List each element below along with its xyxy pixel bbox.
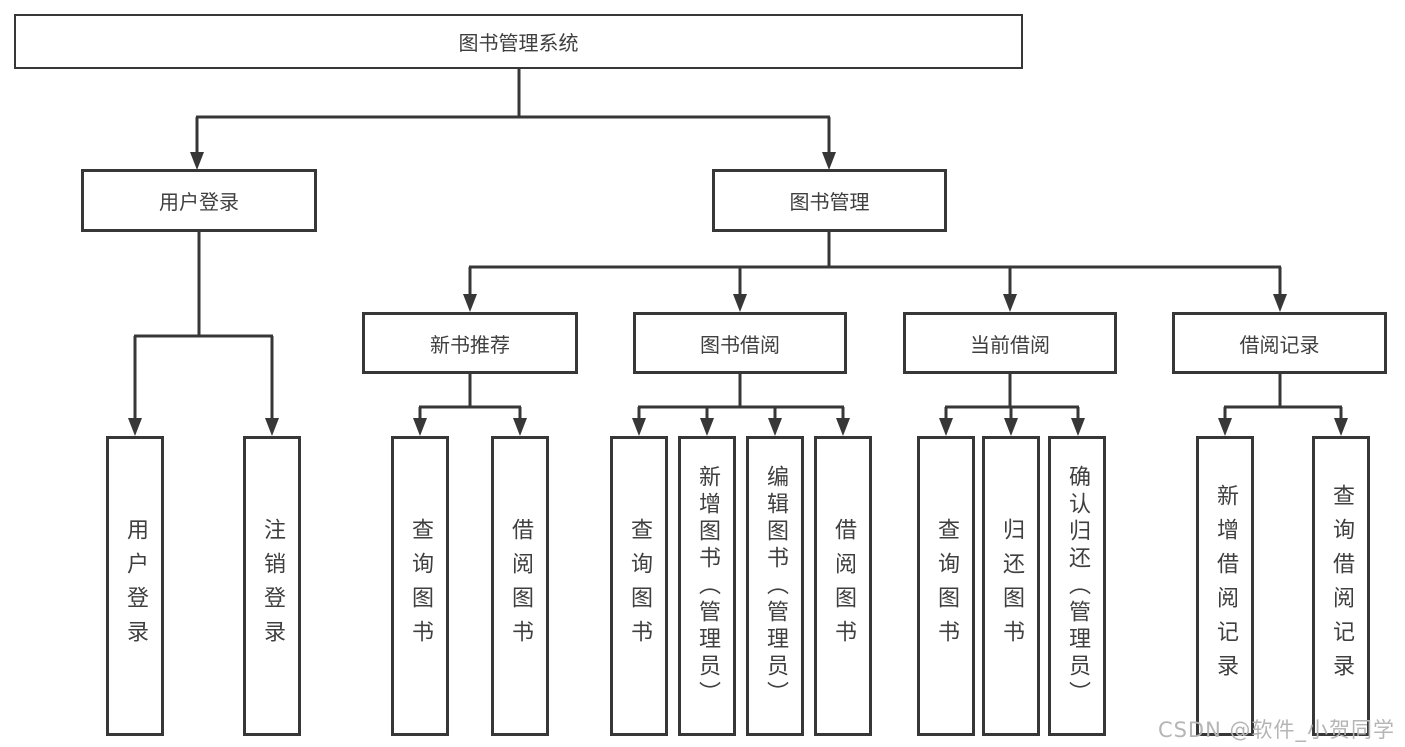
leaf-logout-label: 注销登录 xyxy=(260,518,285,654)
leaf-logout: 注销登录 xyxy=(243,436,301,736)
leaf-borrow-books-borrowing-label: 借阅图书 xyxy=(831,518,856,654)
node-current-borrowing: 当前借阅 xyxy=(903,312,1117,374)
leaf-borrow-books-borrowing: 借阅图书 xyxy=(814,436,872,736)
leaf-add-borrow-record-label: 新增借阅记录 xyxy=(1213,484,1238,688)
leaf-add-books-admin: 新增图书（管理员） xyxy=(678,436,736,736)
leaf-search-borrow-record-label: 查询借阅记录 xyxy=(1329,484,1354,688)
node-book-borrowing: 图书借阅 xyxy=(633,312,847,374)
leaf-user-login: 用户登录 xyxy=(106,436,164,736)
node-user-login: 用户登录 xyxy=(81,169,317,232)
leaf-return-books: 归还图书 xyxy=(982,436,1040,736)
leaf-edit-books-admin: 编辑图书（管理员） xyxy=(746,436,804,736)
node-root: 图书管理系统 xyxy=(14,14,1023,69)
leaf-confirm-return-admin: 确认归还（管理员） xyxy=(1048,436,1106,736)
leaf-search-borrow-record: 查询借阅记录 xyxy=(1312,436,1370,736)
leaf-borrow-books-recommend-label: 借阅图书 xyxy=(508,518,533,654)
leaf-borrow-books-recommend: 借阅图书 xyxy=(491,436,549,736)
leaf-confirm-return-admin-label: 确认归还（管理员） xyxy=(1065,464,1090,708)
watermark-text: CSDN @软件_小贺同学 xyxy=(1157,718,1395,742)
leaf-search-books-borrowing-label: 查询图书 xyxy=(627,518,652,654)
node-book-management: 图书管理 xyxy=(712,169,947,232)
leaf-add-books-admin-label: 新增图书（管理员） xyxy=(695,464,720,708)
leaf-search-books-current: 查询图书 xyxy=(917,436,975,736)
leaf-search-books-recommend-label: 查询图书 xyxy=(408,518,433,654)
leaf-user-login-label: 用户登录 xyxy=(123,518,148,654)
leaf-search-books-recommend: 查询图书 xyxy=(391,436,449,736)
leaf-add-borrow-record: 新增借阅记录 xyxy=(1196,436,1254,736)
leaf-search-books-borrowing: 查询图书 xyxy=(610,436,668,736)
leaf-return-books-label: 归还图书 xyxy=(999,518,1024,654)
leaf-search-books-current-label: 查询图书 xyxy=(934,518,959,654)
node-new-book-recommendation: 新书推荐 xyxy=(362,312,578,374)
leaf-edit-books-admin-label: 编辑图书（管理员） xyxy=(763,464,788,708)
node-borrow-records: 借阅记录 xyxy=(1172,312,1387,374)
